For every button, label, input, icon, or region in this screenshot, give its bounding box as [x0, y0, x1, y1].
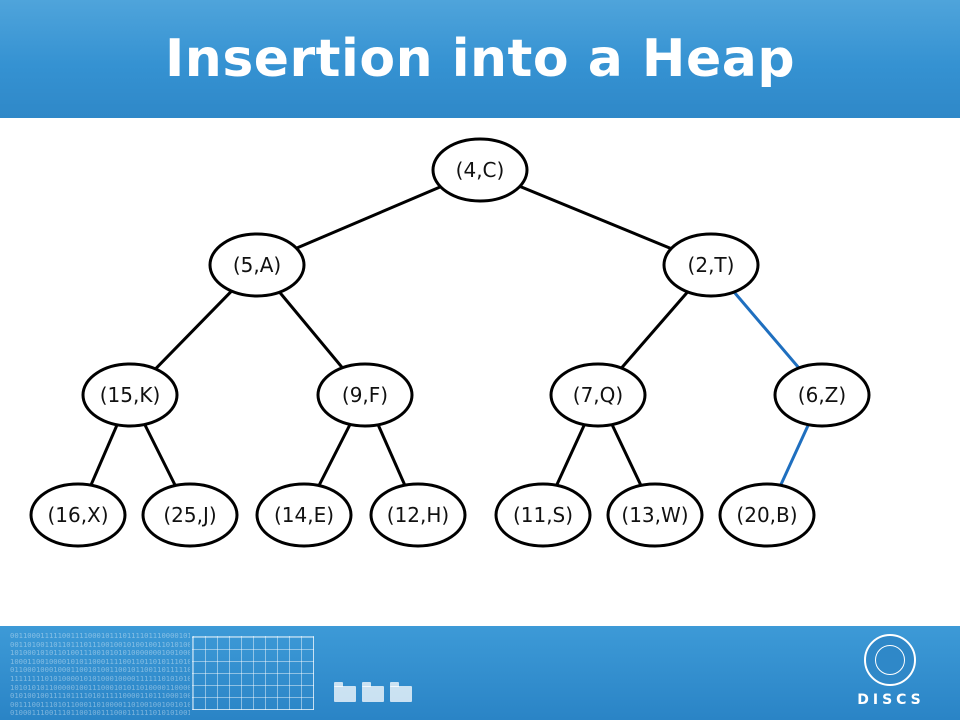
heap-node-ellipse — [141, 482, 239, 548]
heap-node-label: (16,X) — [47, 503, 108, 527]
heap-node: (14,E) — [255, 482, 353, 548]
heap-node-label: (2,T) — [688, 253, 735, 277]
heap-node-label: (9,F) — [342, 383, 388, 407]
heap-node-ellipse — [494, 482, 592, 548]
heap-node: (25,J) — [141, 482, 239, 548]
slide-title: Insertion into a Heap — [164, 29, 796, 89]
heap-node-ellipse — [662, 232, 760, 298]
heap-node-ellipse — [606, 482, 704, 548]
heap-node-label: (6,Z) — [798, 383, 846, 407]
folder-icon — [362, 682, 384, 702]
folder-icon — [390, 682, 412, 702]
heap-node: (15,K) — [81, 362, 179, 428]
heap-node-label: (7,Q) — [573, 383, 623, 407]
heap-node-label: (20,B) — [736, 503, 797, 527]
heap-node-label: (15,K) — [100, 383, 161, 407]
heap-diagram: (4,C) (5,A) (2,T) (15,K) (9,F) (7,Q) (6,Z) (16,… — [29, 137, 871, 548]
heap-node: (7,Q) — [549, 362, 647, 428]
folder-icon — [334, 682, 356, 702]
heap-node: (9,F) — [316, 362, 414, 428]
grid-decoration — [192, 636, 314, 710]
heap-node: (5,A) — [208, 232, 306, 298]
heap-nodes: (4,C) (5,A) (2,T) (15,K) (9,F) (7,Q) (6,Z) (16,… — [29, 137, 871, 548]
heap-node-label: (11,S) — [513, 503, 573, 527]
heap-node: (16,X) — [29, 482, 127, 548]
heap-node-ellipse — [369, 482, 467, 548]
heap-node: (12,H) — [369, 482, 467, 548]
footer-bar: 0011000111110011110001011101111011100001… — [0, 626, 960, 720]
heap-node: (11,S) — [494, 482, 592, 548]
heap-node-label: (4,C) — [456, 158, 505, 182]
heap-edges — [76, 168, 824, 516]
heap-node: (6,Z) — [773, 362, 871, 428]
heap-node-ellipse — [718, 482, 816, 548]
heap-node-ellipse — [773, 362, 871, 428]
heap-node-ellipse — [316, 362, 414, 428]
heap-node-ellipse — [81, 362, 179, 428]
discs-logo-text: DISCS — [857, 692, 925, 708]
heap-node-ellipse — [255, 482, 353, 548]
heap-node: (4,C) — [431, 137, 529, 203]
heap-node-ellipse — [29, 482, 127, 548]
heap-node-label: (13,W) — [621, 503, 688, 527]
heap-node-label: (14,E) — [274, 503, 334, 527]
heap-node-label: (5,A) — [233, 253, 281, 277]
heap-node: (13,W) — [606, 482, 704, 548]
heap-node-label: (25,J) — [163, 503, 216, 527]
heap-node-ellipse — [549, 362, 647, 428]
heap-node-ellipse — [208, 232, 306, 298]
heap-node-label: (12,H) — [387, 503, 449, 527]
university-seal-icon — [864, 634, 916, 686]
heap-node: (2,T) — [662, 232, 760, 298]
heap-node-ellipse — [431, 137, 529, 203]
heap-node: (20,B) — [718, 482, 816, 548]
title-bar — [0, 0, 960, 118]
binary-pattern-decoration: 0011000111110011110001011101111011100001… — [10, 632, 190, 718]
